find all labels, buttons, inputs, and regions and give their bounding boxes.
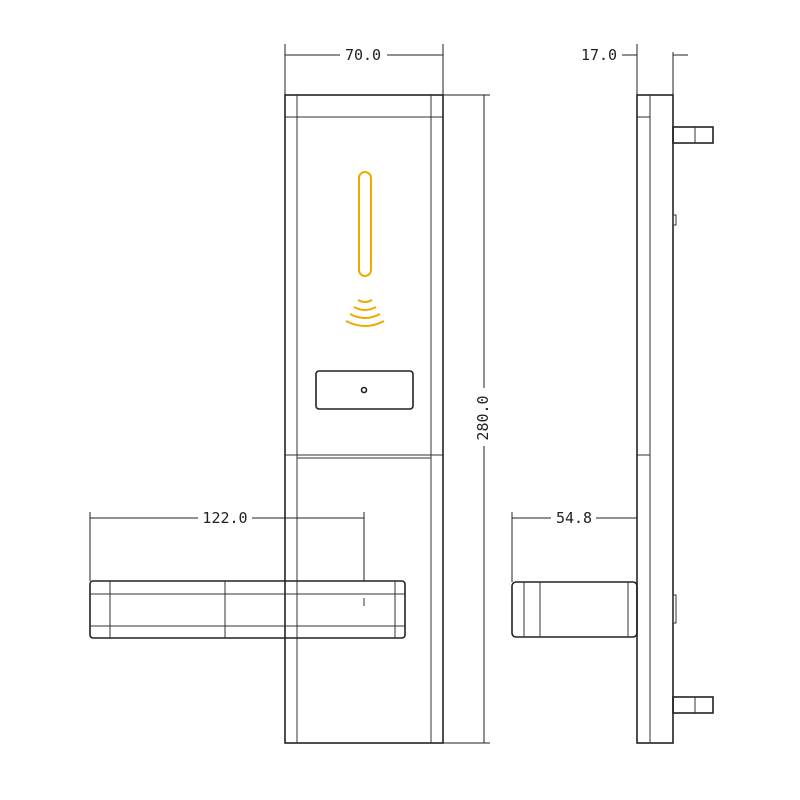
card-reader-strip-icon xyxy=(358,171,372,277)
front-plate-outline xyxy=(284,94,444,744)
dimension-handle-projection: 54.8 xyxy=(511,509,637,582)
front-handle xyxy=(89,580,406,639)
top-screw-post xyxy=(672,126,714,144)
dimension-width-label: 70.0 xyxy=(345,46,381,64)
side-handle xyxy=(511,581,638,638)
dimension-handle-length: 122.0 xyxy=(89,509,365,581)
bottom-screw-post xyxy=(672,696,714,714)
dimension-thickness: 17.0 xyxy=(581,44,688,95)
dimension-thickness-label: 17.0 xyxy=(581,46,617,64)
side-view xyxy=(511,94,714,744)
key-cover xyxy=(315,370,414,410)
side-plate-outline xyxy=(636,94,674,744)
dimension-height-label: 280.0 xyxy=(474,395,492,440)
dimension-handle-length-label: 122.0 xyxy=(202,509,247,527)
dimension-handle-projection-label: 54.8 xyxy=(556,509,592,527)
dimension-width: 70.0 xyxy=(284,44,444,95)
dimension-height: 280.0 xyxy=(443,94,492,744)
keyhole-icon xyxy=(360,386,368,394)
front-view xyxy=(89,94,444,744)
rfid-wave-icon xyxy=(345,299,385,327)
